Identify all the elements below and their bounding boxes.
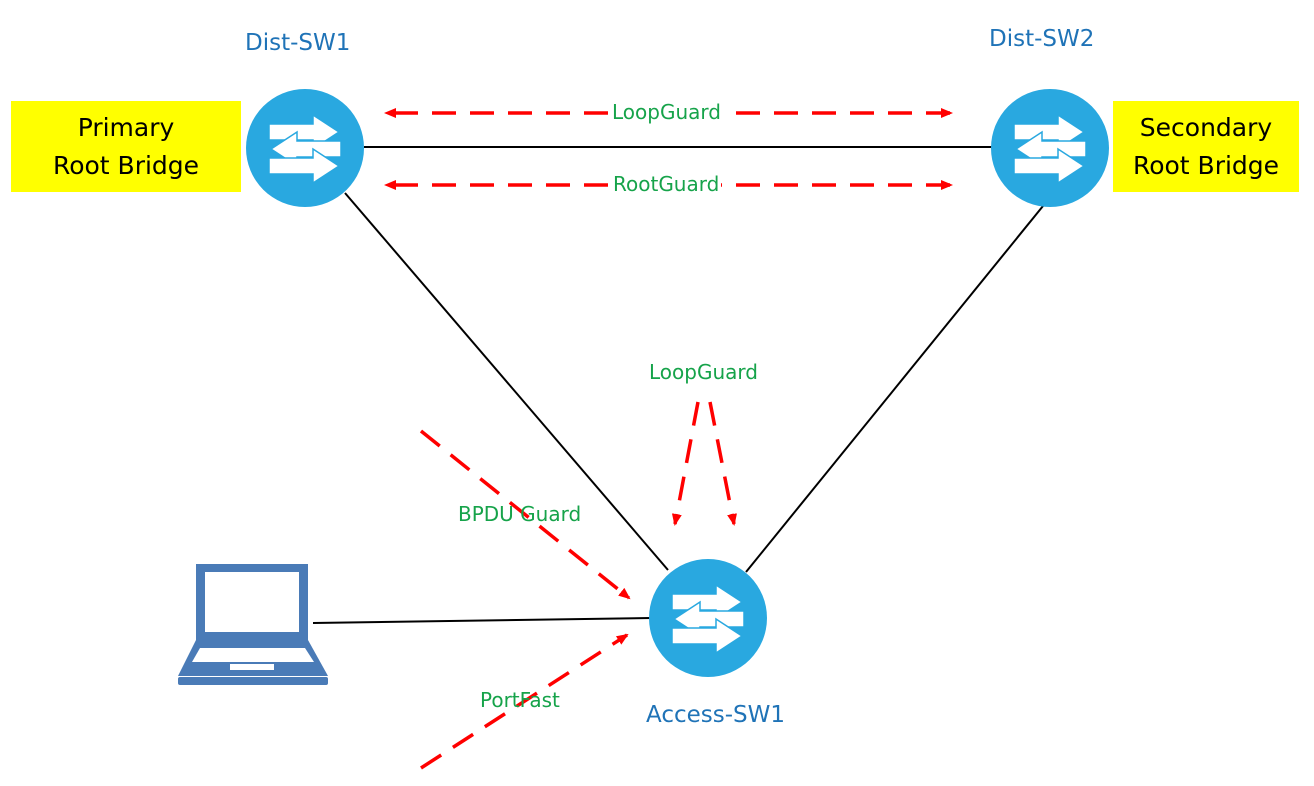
loopguard-access-arrow-right [708,401,737,526]
dist-sw1-label: Dist-SW1 [245,30,351,56]
dist-sw2-label: Dist-SW2 [989,26,1095,52]
secondary-root-line2: Root Bridge [1132,150,1280,180]
loopguard-access-arrow-left [671,401,700,526]
switch-dist-sw1[interactable] [246,89,364,207]
portfast-label: PortFast [480,688,560,712]
laptop-icon[interactable] [178,564,328,685]
switch-dist-sw2[interactable] [991,89,1109,207]
secondary-root-line1: Secondary [1139,112,1273,142]
link-laptop-access [312,617,652,624]
portfast-arrow [420,633,629,770]
links [312,146,1044,624]
guard-arrows [384,108,953,770]
bpdu-guard-arrow [419,429,631,600]
switch-access-sw1[interactable] [649,559,767,677]
top-rootguard-label: RootGuard [611,172,722,196]
primary-root-bridge-badge: Primary Root Bridge [11,101,241,192]
access-sw1-label: Access-SW1 [646,702,786,728]
bpdu-guard-label: BPDU Guard [458,502,582,526]
link-dist2-access [745,205,1044,573]
primary-root-line2: Root Bridge [52,150,200,180]
access-loopguard-label: LoopGuard [649,360,758,384]
link-dist1-access [344,192,669,571]
top-loopguard-label: LoopGuard [610,100,723,124]
primary-root-line1: Primary [77,112,175,142]
secondary-root-bridge-badge: Secondary Root Bridge [1113,101,1299,192]
